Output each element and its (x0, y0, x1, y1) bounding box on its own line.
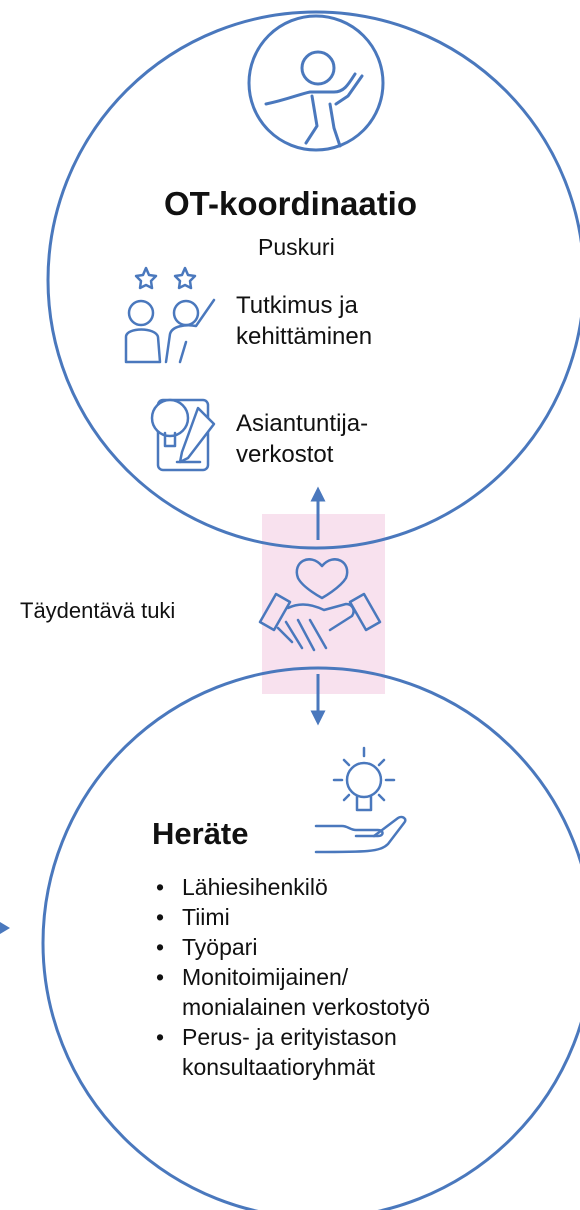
item-research-label: Tutkimus ja kehittäminen (236, 290, 372, 352)
idea-tablet-icon (150, 398, 216, 472)
bullet-item: Tiimi (152, 902, 430, 932)
handshake-heart-icon (258, 558, 382, 652)
item-networks-label: Asiantuntija- verkostot (236, 408, 368, 470)
item-research-line2: kehittäminen (236, 323, 373, 350)
bullet-item: Työpari (152, 932, 430, 962)
left-edge-arrow-icon (0, 922, 10, 934)
top-circle-title: OT-koordinaatio (164, 185, 418, 222)
person-waving-icon (247, 14, 385, 152)
top-circle-subtitle: Puskuri (258, 234, 335, 260)
bottom-circle (41, 666, 580, 1210)
connector-label: Täydentävä tuki (20, 598, 176, 623)
item-networks-line2: verkostot (236, 441, 334, 468)
bullet-item: Monitoimijainen/monialainen verkostotyö (152, 962, 430, 1022)
item-networks-line1: Asiantuntija- (236, 410, 369, 437)
bullet-item: Lähiesihenkilö (152, 872, 430, 902)
bottom-circle-title: Heräte (152, 816, 249, 851)
top-circle (46, 10, 580, 550)
item-research-line1: Tutkimus ja (236, 292, 358, 319)
team-stars-icon (124, 266, 216, 364)
lightbulb-hand-icon (314, 746, 407, 854)
bullet-list: Lähiesihenkilö Tiimi Työpari Monitoimija… (152, 872, 430, 1082)
